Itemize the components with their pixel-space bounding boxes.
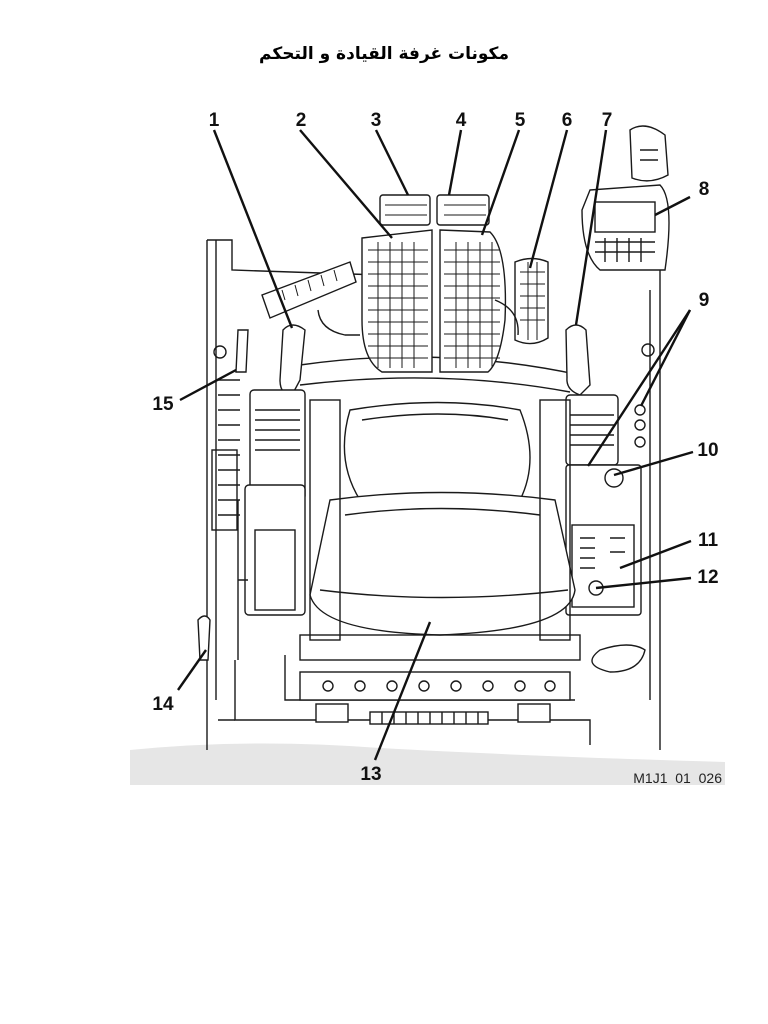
callout-leaders (177, 129, 694, 761)
right-joystick-console (565, 324, 646, 673)
callout-13: 13 (360, 764, 381, 785)
monitor (581, 125, 670, 271)
callout-4: 4 (456, 110, 467, 131)
callout-12: 12 (697, 567, 718, 588)
callout-15: 15 (152, 394, 174, 415)
callout-8: 8 (699, 179, 710, 200)
lock-lever (197, 329, 249, 661)
callout-10: 10 (697, 440, 718, 461)
callout-labels: 1 2 3 4 5 6 7 8 9 10 11 12 13 14 15 (152, 110, 718, 785)
callout-11: 11 (698, 530, 719, 551)
callout-5: 5 (515, 110, 526, 131)
left-wall-panel (211, 379, 240, 531)
callout-14: 14 (152, 694, 174, 715)
callout-9: 9 (699, 290, 710, 311)
callout-3: 3 (371, 110, 382, 131)
figure-code: M1J1_01_026 (633, 770, 722, 785)
callout-1: 1 (209, 110, 220, 131)
cab-controls-diagram: 1 2 3 4 5 6 7 8 9 10 11 12 13 14 15 M1J1… (130, 110, 725, 785)
callout-7: 7 (602, 110, 613, 131)
operator-seat (299, 399, 581, 661)
right-side-switches (634, 343, 655, 448)
front-rail (299, 671, 571, 725)
callout-2: 2 (296, 110, 307, 131)
pedal-grid-pattern (281, 204, 545, 368)
cab-frame (206, 239, 661, 750)
left-joystick-console (237, 324, 306, 660)
callout-6: 6 (562, 110, 573, 131)
floor-shading (130, 743, 725, 785)
page-title: مكونات غرفة القيادة و التحكم (259, 44, 509, 64)
travel-pedals (261, 194, 549, 373)
